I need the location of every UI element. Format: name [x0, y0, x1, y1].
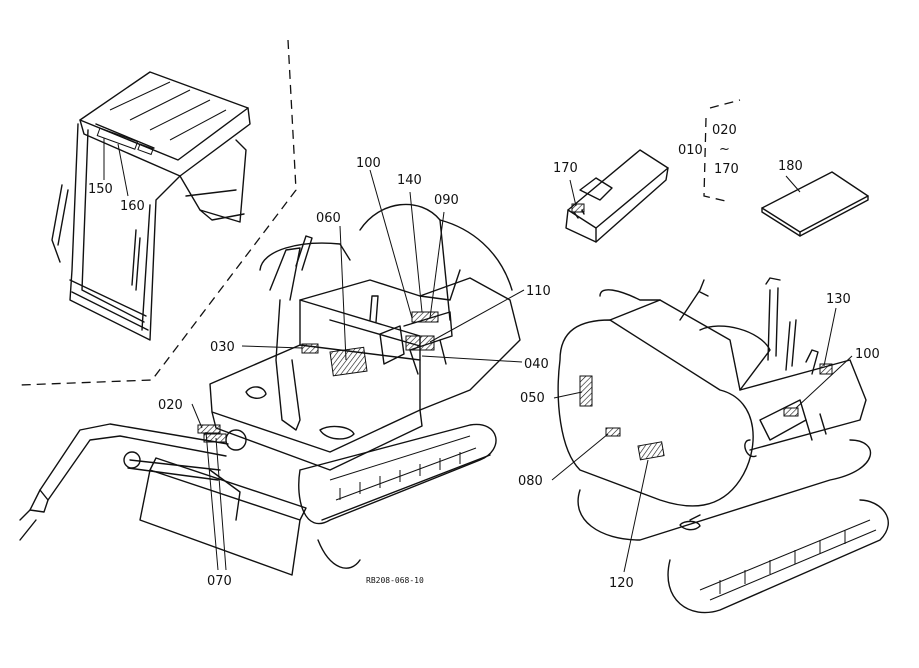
decal-050	[579, 375, 593, 407]
callout-120: 120	[609, 576, 634, 591]
decal-080	[605, 427, 621, 437]
decal-090	[411, 311, 439, 323]
decal-070	[203, 433, 227, 443]
canopy-roof	[79, 71, 251, 177]
callout-020-range-start: 020	[712, 123, 737, 138]
decal-130	[819, 363, 833, 375]
decal-030	[301, 343, 319, 354]
decal-060	[329, 346, 368, 377]
callout-010: 010	[678, 143, 703, 158]
callout-180: 180	[778, 159, 803, 174]
canopy-frame	[51, 123, 247, 341]
part-170-box	[565, 149, 669, 243]
dozer-blade	[139, 457, 307, 576]
callout-080: 080	[518, 474, 543, 489]
callout-090: 090	[434, 193, 459, 208]
callout-range-separator: ~	[719, 142, 730, 157]
front-upper-body	[209, 203, 521, 471]
callout-020: 020	[158, 398, 183, 413]
rear-upper-body	[557, 277, 867, 531]
decal-110	[405, 335, 435, 351]
rear-track	[577, 439, 889, 614]
callout-040: 040	[524, 357, 549, 372]
callout-130: 130	[826, 292, 851, 307]
drawing-code: RB208-068-10	[366, 576, 424, 585]
decal-020	[197, 424, 221, 434]
callout-110: 110	[526, 284, 551, 299]
front-boom	[19, 423, 247, 541]
callout-050: 050	[520, 391, 545, 406]
canopy-boundary-line	[19, 39, 297, 386]
leader-lines	[103, 138, 853, 573]
callout-030: 030	[210, 340, 235, 355]
set-bracket-line	[703, 99, 741, 203]
callout-100-front: 100	[356, 156, 381, 171]
callout-070: 070	[207, 574, 232, 589]
part-180-manual	[761, 171, 869, 237]
callout-150: 150	[88, 182, 113, 197]
callout-170-range-end: 170	[714, 162, 739, 177]
decal-100b	[783, 407, 799, 417]
callout-140: 140	[397, 173, 422, 188]
callout-060: 060	[316, 211, 341, 226]
decal-170	[571, 203, 585, 213]
front-track	[298, 423, 497, 569]
decal-120	[637, 441, 665, 461]
callout-100-rear: 100	[855, 347, 880, 362]
callout-170: 170	[553, 161, 578, 176]
callout-160: 160	[120, 199, 145, 214]
